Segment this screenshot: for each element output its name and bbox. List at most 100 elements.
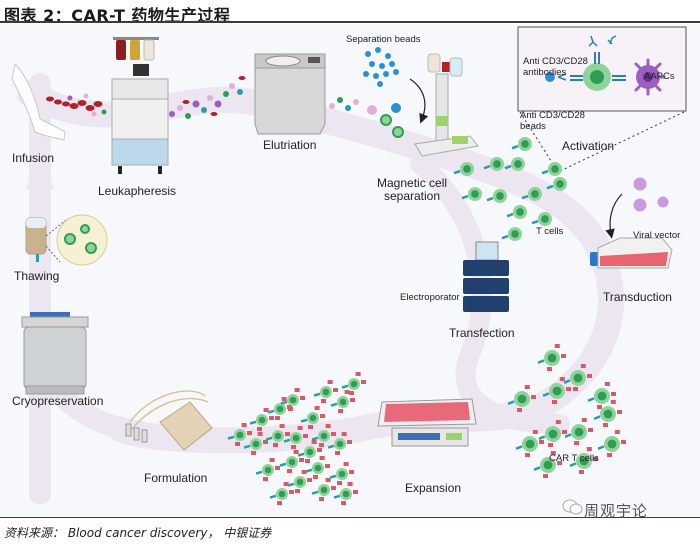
t-cell — [506, 205, 527, 219]
expanded-cell — [300, 406, 325, 429]
beads-arrow — [409, 78, 429, 124]
flow-arrow-up — [25, 164, 55, 189]
annotation-antibodies-line1: Anti CD3/CD28 — [523, 56, 588, 67]
t-cell — [486, 189, 507, 203]
annotation-car-t-cells: CAR T cells — [549, 453, 599, 464]
expanded-cell — [279, 450, 304, 473]
separation-beads-icon — [363, 47, 399, 87]
car-t-cell — [587, 382, 616, 409]
expanded-cell — [280, 388, 305, 411]
step-label-activation: Activation — [562, 139, 615, 153]
centrifuge-icon — [254, 53, 326, 135]
car-t-cell — [542, 377, 571, 404]
activation-inset — [517, 26, 687, 173]
infusion-bag-icon — [125, 390, 213, 451]
step-label-magnetic-line1: Magnetic cell — [377, 176, 448, 190]
expanded-cell — [255, 458, 280, 481]
t-cell — [453, 162, 474, 176]
expanded-cell — [341, 372, 366, 395]
aapc-icon — [634, 58, 666, 96]
t-cell — [531, 212, 552, 226]
expanded-cells-cluster — [227, 372, 366, 505]
expanded-cell — [305, 456, 330, 479]
viral-vector-arrow — [605, 193, 623, 239]
expanded-cell — [249, 408, 274, 431]
t-cell — [521, 187, 542, 201]
step-label-cryopreservation: Cryopreservation — [12, 394, 104, 408]
annotation-anti-cd3-cd28-antibodies: Anti CD3/CD28 antibodies — [523, 56, 588, 78]
bioreactor-icon — [377, 398, 477, 447]
step-label-expansion: Expansion — [405, 481, 462, 495]
step-label-elutriation: Elutriation — [263, 138, 317, 152]
car-t-cell — [533, 451, 562, 478]
step-label-thawing: Thawing — [14, 269, 60, 283]
step-label-transduction: Transduction — [603, 290, 672, 304]
t-cell — [483, 157, 504, 171]
step-label-infusion: Infusion — [12, 151, 55, 165]
annotation-antibodies-line2: antibodies — [523, 67, 567, 78]
magnetic-separator-icon — [414, 53, 479, 157]
viral-vector-icon — [633, 177, 669, 212]
annotation-viral-vector: Viral vector — [633, 230, 681, 241]
car-t-cell — [537, 344, 566, 371]
cryo-tank-icon — [21, 312, 89, 395]
figure-title: 图表 2：CAR-T 药物生产过程 — [4, 6, 231, 25]
annotation-electroporator: Electroporator — [400, 292, 460, 303]
arm-icon — [11, 62, 66, 141]
annotation-t-cells: T cells — [536, 226, 564, 237]
expanded-cell — [287, 470, 312, 493]
blood-cell-stream-1 — [46, 93, 107, 117]
t-cell — [504, 157, 525, 171]
expanded-cell — [333, 482, 358, 505]
footer-divider — [0, 517, 700, 518]
expanded-cell — [265, 424, 290, 447]
step-label-formulation: Formulation — [144, 471, 208, 485]
car-t-cell — [538, 420, 567, 447]
annotation-beads-line2: beads — [520, 121, 546, 132]
t-cell — [511, 137, 532, 151]
annotation-beads-line1: Anti CD3/CD28 — [520, 110, 585, 121]
wechat-icon — [562, 499, 583, 515]
expanded-cell — [311, 424, 336, 447]
car-t-cell — [563, 364, 592, 391]
expanded-cell — [311, 478, 336, 501]
expanded-cell — [283, 426, 308, 449]
step-label-transfection: Transfection — [449, 326, 515, 340]
car-t-cells-cluster — [507, 344, 626, 478]
car-t-cell — [569, 447, 598, 474]
car-t-cell — [507, 385, 536, 412]
watermark-text: 周观宇论 — [584, 502, 649, 520]
leukapheresis-machine-icon — [111, 37, 169, 174]
expanded-cell — [243, 432, 268, 455]
thawing-bag-icon — [25, 214, 108, 266]
t-cell — [541, 162, 562, 176]
car-t-cell — [515, 430, 544, 457]
source-note: 资料来源： Blood cancer discovery， 中银证券 — [4, 526, 272, 540]
flow-path — [17, 73, 625, 505]
expanded-cell — [297, 440, 322, 463]
expanded-cell — [227, 423, 252, 446]
culture-flask-icon — [590, 237, 673, 269]
mixed-cell-stream — [169, 76, 246, 119]
annotation-separation-beads: Separation beads — [346, 34, 421, 45]
step-label-leukapheresis: Leukapheresis — [98, 184, 177, 198]
electroporator-icon — [463, 241, 509, 312]
annotation-anti-cd3-cd28-beads: Anti CD3/CD28 beads — [520, 110, 585, 132]
expanded-cell — [329, 462, 354, 485]
cell-stream-2 — [329, 97, 404, 138]
process-illustration — [11, 26, 687, 505]
t-cell — [461, 187, 482, 201]
car-t-cell — [597, 430, 626, 457]
expanded-cell — [269, 482, 294, 505]
annotation-aapcs: AAPCs — [644, 71, 675, 82]
title-divider — [0, 21, 700, 23]
car-t-cell — [564, 418, 593, 445]
t-cell — [501, 227, 522, 241]
expanded-cell — [330, 390, 355, 413]
t-cell — [546, 177, 567, 191]
step-label-magnetic-cell-separation: Magnetic cell separation — [377, 177, 447, 203]
expanded-cell — [313, 380, 338, 403]
expanded-cell — [327, 432, 352, 455]
t-cells-cluster — [453, 137, 567, 241]
car-t-cell — [593, 400, 622, 427]
